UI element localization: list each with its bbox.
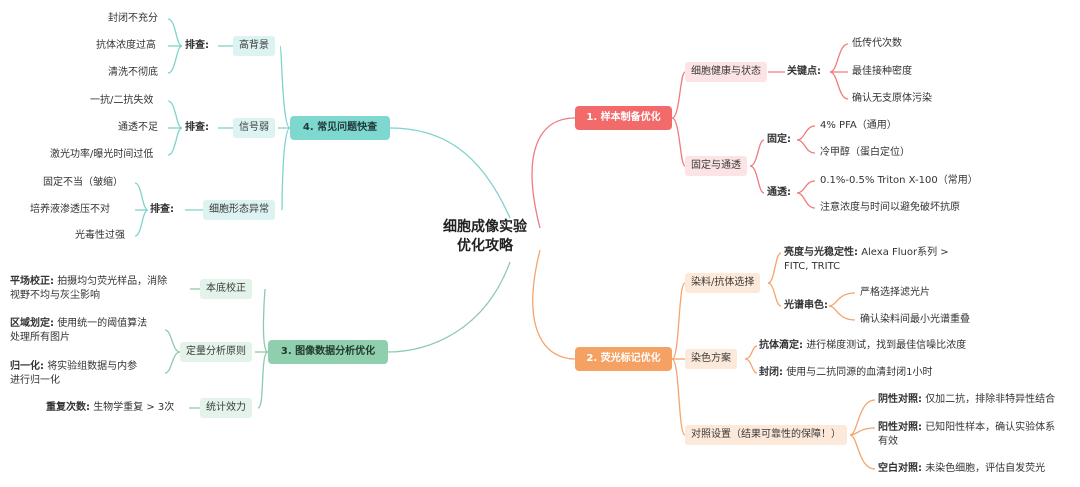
antibody-failure-item: 一抗/二抗失效 (90, 95, 154, 106)
brightness-text-a: Alexa Fluor系列 > (861, 247, 949, 258)
positive-control-text-b: 有效 (878, 436, 898, 447)
blank-control-item: 空白对照: 未染色细胞，评估自发荧光 (878, 462, 1045, 476)
phototoxicity-item: 光毒性过强 (75, 230, 125, 241)
replicates-text: 生物学重复 > 3次 (93, 402, 175, 413)
titration-text: 进行梯度测试，找到最佳信噪比浓度 (806, 340, 967, 351)
roi-text-a: 使用统一的阈值算法 (57, 318, 148, 329)
branch4-topic[interactable]: 4. 常见问题快查 (290, 116, 390, 140)
insufficient-blocking-item: 封闭不充分 (108, 13, 158, 24)
positive-control-item: 阳性对照: 已知阳性样本，确认实验体系 有效 (878, 421, 1055, 449)
negative-control-key: 阴性对照: (878, 394, 922, 405)
flat-field-text-a: 拍摄均匀荧光样品，消除 (57, 276, 168, 287)
weak-signal-check-label: 排查: (185, 122, 209, 133)
cold-methanol-item: 冷甲醇（蛋白定位） (820, 147, 910, 158)
roi-key: 区域划定: (10, 318, 54, 329)
brightness-item: 亮度与光稳定性: Alexa Fluor系列 > FITC, TRITC (784, 246, 949, 274)
antigen-caution-item: 注意浓度与时间以避免破坏抗原 (820, 202, 960, 213)
replicates-item: 重复次数: 生物学重复 > 3次 (46, 401, 174, 415)
normalization-text-b: 进行归一化 (10, 375, 60, 386)
high-background-topic[interactable]: 高背景 (233, 36, 275, 56)
filter-item: 严格选择滤光片 (860, 287, 930, 298)
overlap-item: 确认染料间最小光谱重叠 (860, 314, 970, 325)
positive-control-text-a: 已知阳性样本，确认实验体系 (925, 422, 1056, 433)
blocking-item: 封闭: 使用与二抗同源的血清封闭1小时 (759, 366, 933, 380)
low-passage-item: 低传代次数 (852, 38, 902, 49)
statistical-power-topic[interactable]: 统计效力 (200, 398, 252, 418)
staining-protocol-topic[interactable]: 染色方案 (685, 349, 737, 369)
branch2-topic[interactable]: 2. 荧光标记优化 (575, 347, 672, 371)
blank-control-key: 空白对照: (878, 463, 922, 474)
improper-fixation-item: 固定不当（皱缩） (43, 177, 123, 188)
morphology-check-label: 排查: (150, 204, 174, 215)
blank-control-text: 未染色细胞，评估自发荧光 (925, 463, 1046, 474)
titration-item: 抗体滴定: 进行梯度测试，找到最佳信噪比浓度 (759, 339, 966, 353)
mycoplasma-item: 确认无支原体污染 (852, 93, 932, 104)
flat-field-text-b: 视野不均与灰尘影响 (10, 290, 100, 301)
abnormal-morphology-topic[interactable]: 细胞形态异常 (203, 200, 275, 220)
brightness-key: 亮度与光稳定性: (784, 247, 858, 258)
replicates-key: 重复次数: (46, 402, 90, 413)
dye-antibody-topic[interactable]: 染料/抗体选择 (685, 273, 761, 293)
negative-control-item: 阴性对照: 仅加二抗，排除非特异性结合 (878, 393, 1055, 407)
seeding-density-item: 最佳接种密度 (852, 66, 912, 77)
controls-topic[interactable]: 对照设置（结果可靠性的保障！） (685, 425, 847, 445)
normalization-text-a: 将实验组数据与内参 (47, 361, 138, 372)
root-title-line1: 细胞成像实验 (443, 219, 527, 235)
branch1-edges (531, 43, 849, 229)
key-points-label: 关键点: (787, 66, 821, 77)
weak-signal-topic[interactable]: 信号弱 (233, 118, 275, 138)
poor-washing-item: 清洗不彻底 (108, 67, 158, 78)
branch1-topic[interactable]: 1. 样本制备优化 (575, 106, 672, 130)
flat-field-item: 平场校正: 拍摄均匀荧光样品，消除 视野不均与灰尘影响 (10, 275, 167, 303)
high-background-check-label: 排查: (185, 40, 209, 51)
branch4-edges (134, 18, 511, 237)
insufficient-perm-item: 通透不足 (118, 122, 158, 133)
quant-principles-topic[interactable]: 定量分析原则 (180, 342, 252, 362)
low-laser-item: 激光功率/曝光时间过低 (50, 149, 154, 160)
branch2-edges (532, 249, 876, 470)
negative-control-text: 仅加二抗，排除非特异性结合 (925, 394, 1056, 405)
normalization-key: 归一化: (10, 361, 44, 372)
blocking-text: 使用与二抗同源的血清封闭1小时 (786, 367, 933, 378)
fix-perm-topic[interactable]: 固定与通透 (685, 156, 747, 176)
triton-item: 0.1%-0.5% Triton X-100（常用） (820, 175, 978, 186)
blocking-key: 封闭: (759, 367, 783, 378)
osmolarity-item: 培养液渗透压不对 (30, 204, 110, 215)
normalization-item: 归一化: 将实验组数据与内参 进行归一化 (10, 360, 137, 388)
roi-text-b: 处理所有图片 (10, 332, 70, 343)
flat-field-key: 平场校正: (10, 276, 54, 287)
root-title-line2: 优化攻略 (457, 238, 513, 254)
roi-item: 区域划定: 使用统一的阈值算法 处理所有图片 (10, 317, 147, 345)
titration-key: 抗体滴定: (759, 340, 803, 351)
background-correction-topic[interactable]: 本底校正 (200, 279, 252, 299)
branch3-edges (164, 261, 511, 409)
root-topic[interactable]: 细胞成像实验 优化攻略 (430, 218, 540, 256)
branch3-topic[interactable]: 3. 图像数据分析优化 (268, 340, 388, 364)
brightness-text-b: FITC, TRITC (784, 261, 841, 272)
spectral-bleed-label: 光谱串色: (784, 300, 828, 311)
permeabilization-label: 通透: (767, 187, 791, 198)
cell-health-topic[interactable]: 细胞健康与状态 (685, 62, 767, 82)
positive-control-key: 阳性对照: (878, 422, 922, 433)
fixation-label: 固定: (767, 134, 791, 145)
pfa-item: 4% PFA（通用） (820, 120, 897, 131)
antibody-too-high-item: 抗体浓度过高 (96, 40, 156, 51)
